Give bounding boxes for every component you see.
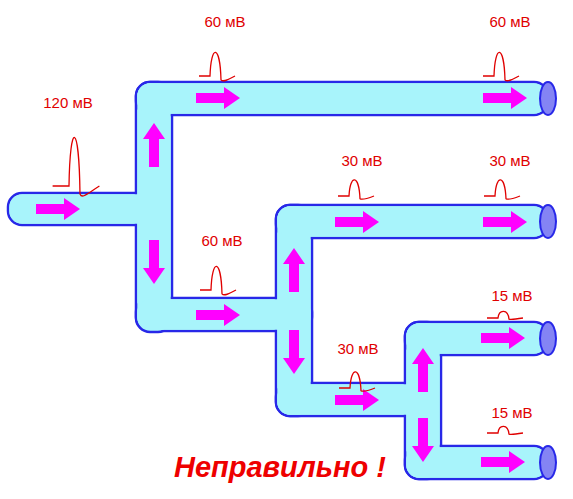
spike-waveform xyxy=(338,180,374,200)
tube-end xyxy=(540,82,556,115)
tube-segment xyxy=(136,82,172,332)
spike-waveform xyxy=(200,266,236,294)
tube-inner xyxy=(277,206,310,414)
tube-end xyxy=(540,322,556,355)
tube-inner xyxy=(137,83,546,113)
voltage-label: 60 мВ xyxy=(204,14,245,31)
spike-waveform xyxy=(53,137,100,196)
spike-waveform xyxy=(484,180,520,200)
voltage-label: 30 мВ xyxy=(341,153,382,170)
current-arrows xyxy=(36,87,527,473)
spike-waveform xyxy=(199,52,235,80)
tube-outline xyxy=(8,82,548,479)
current-arrow xyxy=(283,248,305,292)
tube-inner xyxy=(406,323,546,353)
current-arrow xyxy=(196,304,240,326)
voltage-label: 15 мВ xyxy=(491,405,532,422)
voltage-label: 15 мВ xyxy=(491,288,532,305)
current-arrow xyxy=(483,211,527,233)
current-arrow xyxy=(483,87,527,109)
tube-end xyxy=(540,205,556,238)
voltage-label: 30 мВ xyxy=(337,341,378,358)
spike-waveform xyxy=(483,52,519,80)
voltage-label: 120 мВ xyxy=(43,95,93,112)
spike-waveform xyxy=(487,311,523,319)
tube-fill xyxy=(9,83,546,477)
current-arrow xyxy=(412,418,434,462)
current-arrow xyxy=(196,87,240,109)
spike-waveform xyxy=(339,372,375,392)
voltage-label: 60 мВ xyxy=(489,14,530,31)
current-arrow xyxy=(335,211,379,233)
tube-segment xyxy=(405,322,548,355)
current-arrow xyxy=(335,389,379,411)
tube-segment xyxy=(136,82,548,115)
current-arrow xyxy=(412,348,434,392)
current-arrow xyxy=(481,327,525,349)
voltage-label: 30 мВ xyxy=(489,153,530,170)
current-arrow xyxy=(36,198,80,220)
voltage-label: 60 мВ xyxy=(201,233,242,250)
tube-inner xyxy=(277,206,546,236)
current-arrow xyxy=(481,451,525,473)
current-arrow xyxy=(143,240,165,284)
current-arrow xyxy=(143,123,165,167)
spike-waveforms xyxy=(53,52,523,434)
warning-note: Неправильно ! xyxy=(174,452,386,484)
spike-waveform xyxy=(487,426,523,434)
tube-segment xyxy=(276,205,548,238)
tube-ends xyxy=(540,82,556,479)
tube-inner xyxy=(137,83,170,330)
current-arrow xyxy=(283,330,305,374)
tube-end xyxy=(540,446,556,479)
